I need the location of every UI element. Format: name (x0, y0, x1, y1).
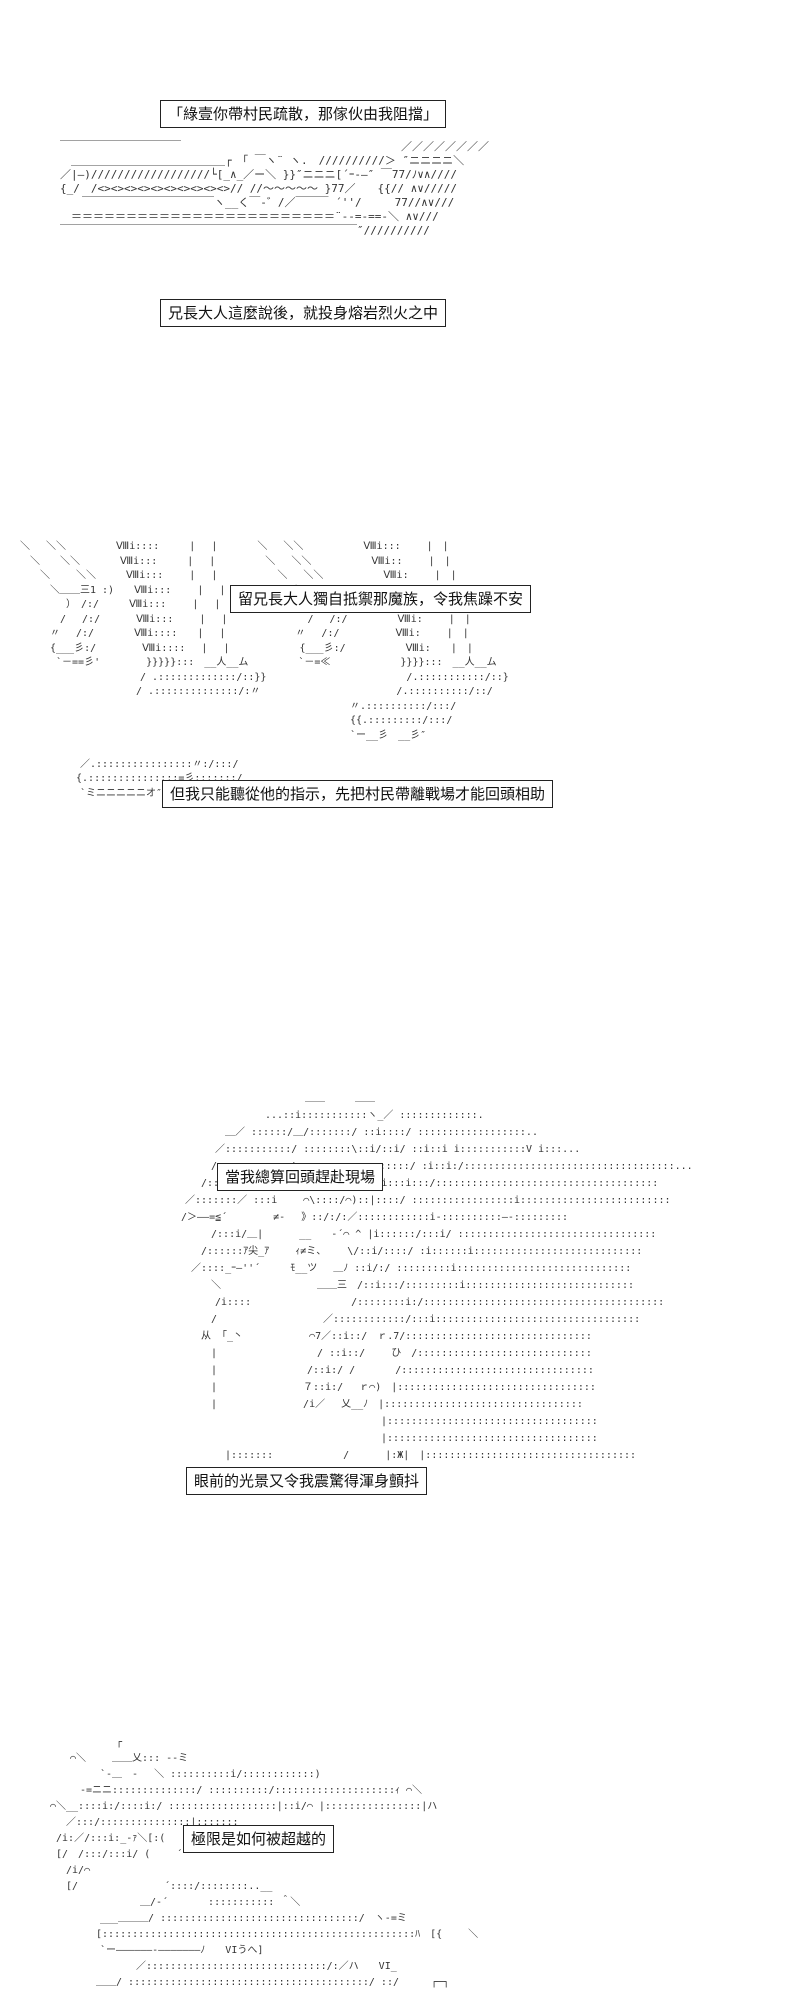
caption-3: 留兄長大人獨自抵禦那魔族，令我焦躁不安 (230, 585, 532, 613)
panel-1: ￣￣￣￣￣￣￣￣￣￣￣ ／／／／／／／／ ＿＿＿＿＿＿＿＿＿＿＿＿＿＿┌ 「 ￣… (0, 0, 806, 380)
ascii-art-legs: ＼ ＼＼ Ⅷi:::: | | ＼ ＼＼ Ⅷi::: | | ＼ ＼＼ Ⅷi::… (20, 541, 509, 799)
panel-4: ┌ ⌒＼ ＿＿乂::: ‐‐ミ `‐＿ ‐ ＼ ::::::::::i/::::… (0, 1715, 806, 2000)
ascii-art-shocked-face: ＿＿ ＿＿ ...::i:::::::::::ヽ_／ :::::::::::::… (181, 1093, 693, 1461)
panel-2: ＼ ＼＼ Ⅷi:::: | | ＼ ＼＼ Ⅷi::: | | ＼ ＼＼ Ⅷi::… (0, 520, 806, 920)
caption-6: 眼前的光景又令我震驚得渾身顫抖 (186, 1467, 428, 1495)
caption-1: 「綠壹你帶村民疏散，那傢伙由我阻擋」 (160, 100, 447, 128)
ascii-art-figure: ┌ ⌒＼ ＿＿乂::: ‐‐ミ `‐＿ ‐ ＼ ::::::::::i/::::… (49, 1737, 479, 1988)
caption-5: 當我總算回頭趕赴現場 (217, 1163, 384, 1191)
caption-4: 但我只能聽從他的指示，先把村民帶離戰場才能回頭相助 (162, 780, 554, 808)
caption-7: 極限是如何被超越的 (183, 1825, 335, 1853)
ascii-art-fire-barrier: ￣￣￣￣￣￣￣￣￣￣￣ ／／／／／／／／ ＿＿＿＿＿＿＿＿＿＿＿＿＿＿┌ 「 ￣… (60, 140, 489, 237)
caption-2: 兄長大人這麼說後，就投身熔岩烈火之中 (160, 299, 447, 327)
panel-3: ＿＿ ＿＿ ...::i:::::::::::ヽ_／ :::::::::::::… (0, 1075, 806, 1545)
